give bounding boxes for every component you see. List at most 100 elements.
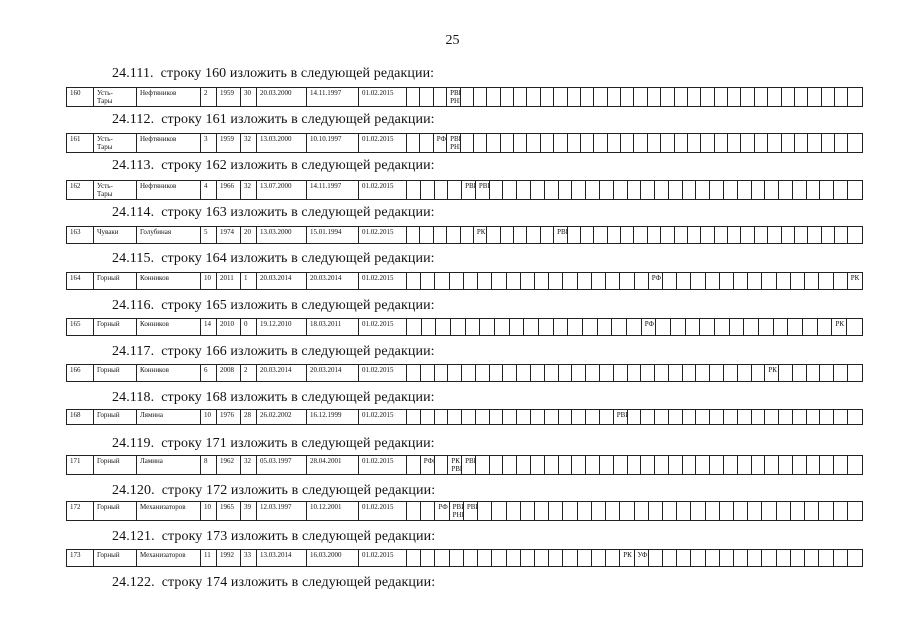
table-cell	[559, 181, 573, 199]
amendment-heading: 24.122.строку 174 изложить в следующей р…	[112, 575, 435, 591]
table-cell: 15.01.1994	[307, 227, 359, 243]
table-cell: 1965	[217, 502, 241, 520]
table-cell	[791, 550, 806, 566]
table-cell: 162	[67, 181, 94, 199]
table-cell	[586, 365, 600, 381]
table-cell: РВИС	[462, 181, 476, 199]
table-cell	[514, 134, 528, 152]
table-cell	[848, 134, 861, 152]
table-cell	[774, 319, 789, 335]
table-cell	[462, 410, 476, 424]
table-cell: 26.02.2002	[257, 410, 307, 424]
table-cell	[834, 550, 848, 566]
amendment-heading: 24.121.строку 173 изложить в следующей р…	[112, 529, 435, 545]
table-cell: 13.03.2014	[257, 550, 307, 566]
table-cell	[807, 410, 821, 424]
table-cell	[755, 227, 769, 243]
table-cell	[779, 181, 793, 199]
table-cell	[554, 88, 568, 106]
table-cell	[793, 365, 807, 381]
table-cell: 171	[67, 456, 94, 474]
table-cell	[738, 365, 752, 381]
table-cell	[724, 410, 738, 424]
table-cell	[683, 456, 697, 474]
table-cell	[545, 410, 559, 424]
table-cell	[822, 227, 835, 243]
table-cell	[503, 365, 518, 381]
table-cell: 160	[67, 88, 94, 106]
table-cell	[848, 550, 862, 566]
table-cell	[696, 181, 711, 199]
table-cell	[818, 319, 833, 335]
table-cell	[480, 319, 496, 335]
table-cell	[549, 502, 564, 520]
table-cell	[503, 410, 518, 424]
table-cell	[706, 550, 720, 566]
table-cell: 13.07.2000	[257, 181, 307, 199]
table-cell	[586, 181, 600, 199]
table-cell	[600, 181, 614, 199]
table-cell: РВИС	[462, 456, 476, 474]
table-cell	[835, 134, 849, 152]
table-cell	[621, 227, 635, 243]
table-cell	[554, 134, 568, 152]
table-cell	[738, 456, 752, 474]
table-cell	[524, 319, 540, 335]
table-cell	[507, 273, 521, 289]
table-cell	[710, 456, 724, 474]
table-cell	[663, 550, 678, 566]
table-cell	[720, 550, 735, 566]
amendment-heading: 24.113.строку 162 изложить в следующей р…	[112, 158, 435, 174]
table-cell	[434, 88, 448, 106]
table-cell	[608, 88, 621, 106]
table-cell	[620, 273, 635, 289]
table-cell	[655, 365, 669, 381]
table-cell: 3	[201, 134, 217, 152]
table-cell: РВИС	[476, 181, 490, 199]
amendment-text: строку 168 изложить в следующей редакции…	[161, 390, 435, 405]
table-cell	[675, 134, 688, 152]
table-cell: 01.02.2015	[359, 502, 407, 520]
table-cell: 01.02.2015	[359, 550, 407, 566]
table-cell	[503, 181, 518, 199]
table-cell	[741, 227, 755, 243]
table-cell	[474, 88, 488, 106]
table-cell	[734, 550, 749, 566]
table-cell	[487, 88, 501, 106]
table-cell	[407, 227, 421, 243]
table-cell	[541, 88, 555, 106]
table-cell	[748, 550, 763, 566]
table-cell: РВИС РНК	[450, 502, 464, 520]
table-cell	[600, 456, 614, 474]
table-cell	[421, 273, 436, 289]
table-cell	[420, 134, 434, 152]
amendment-number: 24.117.	[112, 344, 155, 359]
table-cell: 01.02.2015	[359, 273, 407, 289]
amendment-heading: 24.114.строку 163 изложить в следующей р…	[112, 205, 435, 221]
amendment-heading: 24.112.строку 161 изложить в следующей р…	[112, 112, 435, 128]
table-cell: 20.03.2014	[257, 273, 307, 289]
table-cell	[696, 410, 711, 424]
table-cell: 6	[201, 365, 217, 381]
table-cell: Лямина	[137, 410, 201, 424]
table-cell	[663, 502, 678, 520]
table-cell	[807, 365, 821, 381]
table-cell	[677, 550, 692, 566]
table-cell	[621, 134, 635, 152]
table-cell	[768, 134, 782, 152]
table-cell	[492, 273, 507, 289]
table-cell	[752, 365, 766, 381]
table-cell	[549, 550, 564, 566]
table-cell	[535, 273, 550, 289]
table-cell	[648, 134, 662, 152]
table-cell	[487, 227, 501, 243]
amendment-text: строку 166 изложить в следующей редакции…	[161, 344, 435, 359]
amendment-number: 24.111.	[112, 66, 154, 81]
table-cell	[819, 502, 834, 520]
table-cell	[663, 273, 678, 289]
table-cell	[635, 273, 649, 289]
table-cell	[435, 550, 450, 566]
table-cell	[730, 319, 745, 335]
table-cell: 14.11.1997	[307, 88, 359, 106]
